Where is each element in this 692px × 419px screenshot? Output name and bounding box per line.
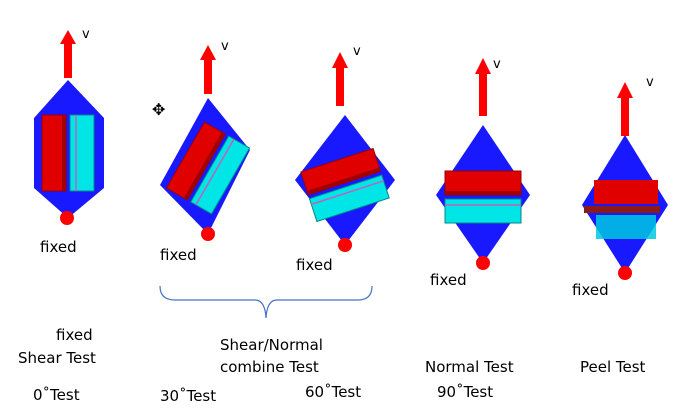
- v-label: v: [82, 27, 90, 42]
- fixed-label: fixed: [430, 271, 467, 289]
- specimen-normal: v fixed: [430, 57, 530, 289]
- combine-test-label-1: Shear/Normal: [220, 336, 323, 354]
- test-90-label: 90˚Test: [437, 383, 493, 401]
- test-30-label: 30˚Test: [160, 387, 216, 405]
- fixed-point-icon: [618, 266, 632, 280]
- v-label: v: [353, 44, 361, 59]
- specimen-30deg: v fixed ✥: [152, 39, 251, 264]
- test-60-label: 60˚Test: [305, 383, 361, 401]
- v-label: v: [646, 75, 654, 90]
- peel-test-label: Peel Test: [580, 358, 646, 376]
- peel-top-block: [594, 180, 658, 204]
- velocity-arrow-icon: [64, 42, 72, 78]
- v-label: v: [221, 39, 229, 54]
- velocity-arrow-icon: [621, 96, 629, 136]
- specimen-shear: v fixed: [34, 27, 104, 256]
- shear-test-label: Shear Test: [18, 349, 96, 367]
- fixed-label: fixed: [296, 256, 333, 274]
- fixed-point-icon: [60, 211, 74, 225]
- shear-fixed-label: fixed: [56, 326, 93, 344]
- fixed-point-icon: [201, 227, 215, 241]
- velocity-arrow-icon: [336, 66, 344, 106]
- peel-plate: [584, 206, 660, 213]
- normal-test-label: Normal Test: [425, 358, 514, 376]
- fixed-label: fixed: [572, 281, 609, 299]
- combine-test-label-2: combine Test: [220, 358, 319, 376]
- fixed-label: fixed: [160, 246, 197, 264]
- specimen-60deg: v fixed: [295, 44, 395, 274]
- fixed-label: fixed: [40, 238, 77, 256]
- fixed-point-icon: [476, 256, 490, 270]
- combine-bracket: [159, 285, 373, 319]
- specimen-peel: v fixed: [572, 75, 668, 299]
- fixed-point-icon: [338, 238, 352, 252]
- test-0-label: 0˚Test: [33, 386, 80, 404]
- move-cursor-icon: ✥: [152, 100, 165, 119]
- v-label: v: [493, 57, 501, 72]
- peel-bottom-block: [596, 215, 656, 239]
- velocity-arrow-icon: [479, 72, 487, 116]
- velocity-arrow-icon: [204, 58, 212, 94]
